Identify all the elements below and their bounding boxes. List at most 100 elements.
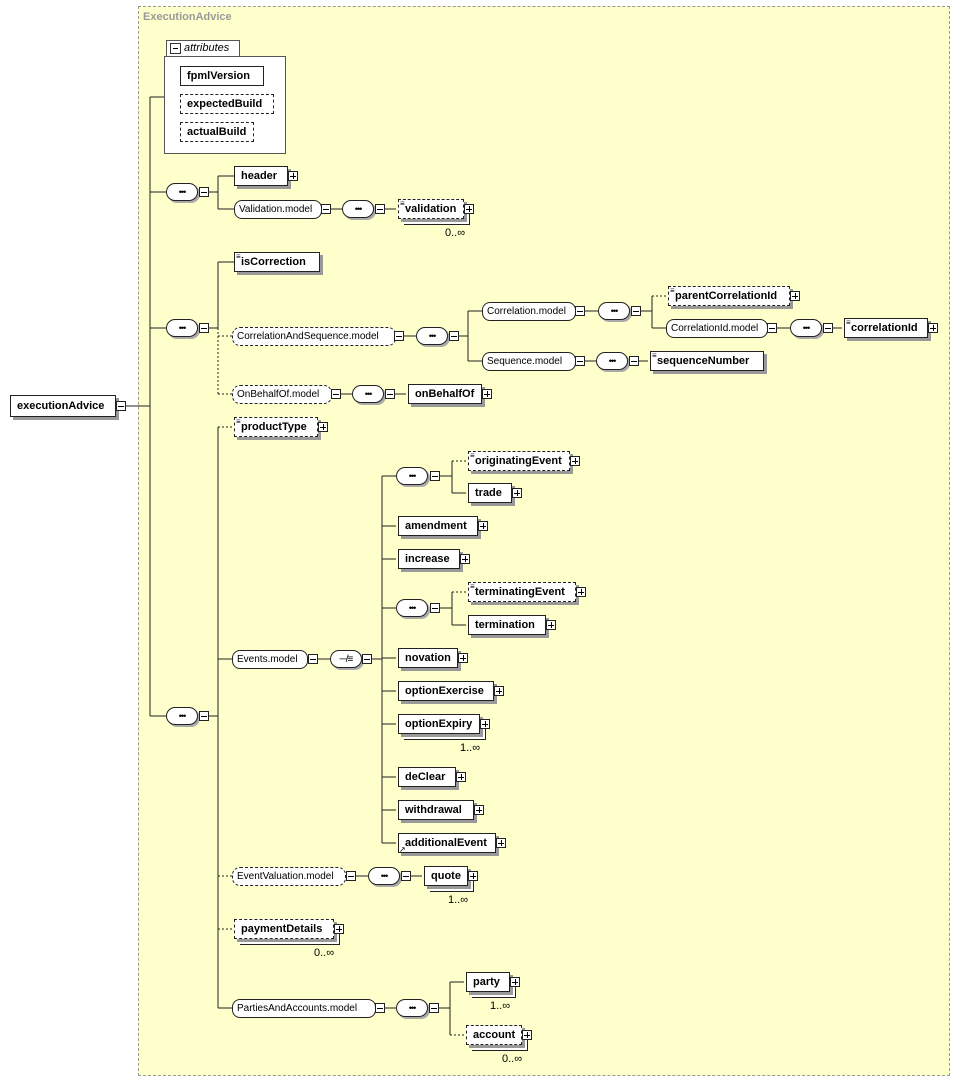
sequence-compositor[interactable]	[396, 599, 428, 617]
expand-icon[interactable]	[496, 838, 506, 848]
expand-icon[interactable]	[318, 422, 328, 432]
attribute-actualbuild[interactable]: actualBuild	[180, 122, 254, 142]
collapse-icon[interactable]	[199, 187, 209, 197]
group-validation-model[interactable]: Validation.model	[234, 200, 322, 219]
sequence-compositor[interactable]	[396, 467, 428, 485]
collapse-icon[interactable]	[346, 871, 356, 881]
collapse-icon[interactable]	[394, 331, 404, 341]
expand-icon[interactable]	[546, 620, 556, 630]
element-optionexpiry[interactable]: optionExpiry	[398, 714, 480, 734]
sequence-compositor[interactable]	[352, 385, 384, 403]
collapse-icon[interactable]	[375, 1003, 385, 1013]
element-party[interactable]: party	[466, 972, 510, 992]
collapse-icon[interactable]	[767, 323, 777, 333]
sequence-compositor[interactable]	[368, 867, 400, 885]
element-increase[interactable]: increase	[398, 549, 460, 569]
collapse-icon[interactable]	[199, 711, 209, 721]
text-content-icon: ≡	[400, 199, 405, 208]
collapse-icon[interactable]	[199, 323, 209, 333]
element-header[interactable]: header	[234, 166, 288, 186]
expand-icon[interactable]	[464, 204, 474, 214]
sequence-compositor[interactable]	[598, 302, 630, 320]
expand-icon[interactable]	[456, 772, 466, 782]
collapse-icon[interactable]	[823, 323, 833, 333]
expand-icon[interactable]	[460, 554, 470, 564]
collapse-icon[interactable]	[429, 1003, 439, 1013]
element-additionalevent[interactable]: additionalEvent	[398, 833, 496, 853]
group-onbehalfof-model[interactable]: OnBehalfOf.model	[232, 385, 332, 404]
group-correlation-and-sequence-model[interactable]: CorrelationAndSequence.model	[232, 327, 396, 346]
choice-compositor[interactable]: ─/≡	[330, 650, 362, 668]
collapse-icon[interactable]	[629, 356, 639, 366]
element-optionexercise[interactable]: optionExercise	[398, 681, 494, 701]
element-correlationid[interactable]: correlationId	[844, 318, 928, 338]
group-sequence-model[interactable]: Sequence.model	[482, 352, 576, 371]
element-quote[interactable]: quote	[424, 866, 468, 886]
root-element[interactable]: executionAdvice	[10, 395, 116, 417]
expand-icon[interactable]	[458, 653, 468, 663]
element-withdrawal[interactable]: withdrawal	[398, 800, 474, 820]
collapse-icon[interactable]	[430, 603, 440, 613]
collapse-icon[interactable]	[430, 471, 440, 481]
sequence-compositor[interactable]	[790, 319, 822, 337]
expand-icon[interactable]	[482, 389, 492, 399]
group-partiesandaccounts-model[interactable]: PartiesAndAccounts.model	[232, 999, 376, 1018]
collapse-icon[interactable]	[362, 654, 372, 664]
element-terminatingevent[interactable]: terminatingEvent	[468, 582, 576, 602]
sequence-compositor[interactable]	[396, 999, 428, 1017]
attribute-fpmlversion[interactable]: fpmlVersion	[180, 66, 264, 86]
element-onbehalfof[interactable]: onBehalfOf	[408, 384, 482, 404]
expand-icon[interactable]	[790, 291, 800, 301]
element-trade[interactable]: trade	[468, 483, 512, 503]
group-eventvaluation-model[interactable]: EventValuation.model	[232, 867, 346, 886]
expand-icon[interactable]	[510, 977, 520, 987]
expand-icon[interactable]	[480, 719, 490, 729]
element-validation[interactable]: validation	[398, 199, 464, 219]
element-declear[interactable]: deClear	[398, 767, 456, 787]
element-amendment[interactable]: amendment	[398, 516, 478, 536]
sequence-compositor[interactable]	[342, 200, 374, 218]
expand-icon[interactable]	[494, 686, 504, 696]
group-events-model[interactable]: Events.model	[232, 650, 308, 669]
attribute-expectedbuild[interactable]: expectedBuild	[180, 94, 274, 114]
element-termination[interactable]: termination	[468, 615, 546, 635]
expand-icon[interactable]	[522, 1030, 532, 1040]
expand-icon[interactable]	[570, 456, 580, 466]
group-correlationid-model[interactable]: CorrelationId.model	[666, 319, 768, 338]
expand-icon[interactable]	[468, 871, 478, 881]
collapse-icon[interactable]	[116, 401, 126, 411]
element-parentcorrelationid[interactable]: parentCorrelationId	[668, 286, 790, 306]
element-originatingevent[interactable]: originatingEvent	[468, 451, 570, 471]
expand-icon[interactable]	[334, 924, 344, 934]
collapse-icon[interactable]	[401, 871, 411, 881]
sequence-compositor[interactable]	[596, 352, 628, 370]
expand-icon[interactable]	[576, 587, 586, 597]
sequence-compositor[interactable]	[166, 183, 198, 201]
element-novation[interactable]: novation	[398, 648, 458, 668]
collapse-icon[interactable]	[331, 389, 341, 399]
element-iscorrection[interactable]: isCorrection	[234, 252, 320, 272]
expand-icon[interactable]	[288, 171, 298, 181]
sequence-compositor[interactable]	[416, 327, 448, 345]
sequence-compositor[interactable]	[166, 319, 198, 337]
group-correlation-model[interactable]: Correlation.model	[482, 302, 576, 321]
element-paymentdetails[interactable]: paymentDetails	[234, 919, 334, 939]
collapse-icon[interactable]	[308, 654, 318, 664]
collapse-icon[interactable]	[170, 43, 181, 54]
collapse-icon[interactable]	[449, 331, 459, 341]
expand-icon[interactable]	[512, 488, 522, 498]
expand-icon[interactable]	[474, 805, 484, 815]
expand-icon[interactable]	[928, 323, 938, 333]
collapse-icon[interactable]	[321, 204, 331, 214]
expand-icon[interactable]	[478, 521, 488, 531]
element-producttype[interactable]: productType	[234, 417, 318, 437]
sequence-compositor[interactable]	[166, 707, 198, 725]
collapse-icon[interactable]	[375, 204, 385, 214]
collapse-icon[interactable]	[575, 356, 585, 366]
attributes-tab[interactable]: attributes	[166, 40, 240, 57]
collapse-icon[interactable]	[631, 306, 641, 316]
element-account[interactable]: account	[466, 1025, 522, 1045]
collapse-icon[interactable]	[385, 389, 395, 399]
collapse-icon[interactable]	[575, 306, 585, 316]
element-sequencenumber[interactable]: sequenceNumber	[650, 351, 764, 371]
